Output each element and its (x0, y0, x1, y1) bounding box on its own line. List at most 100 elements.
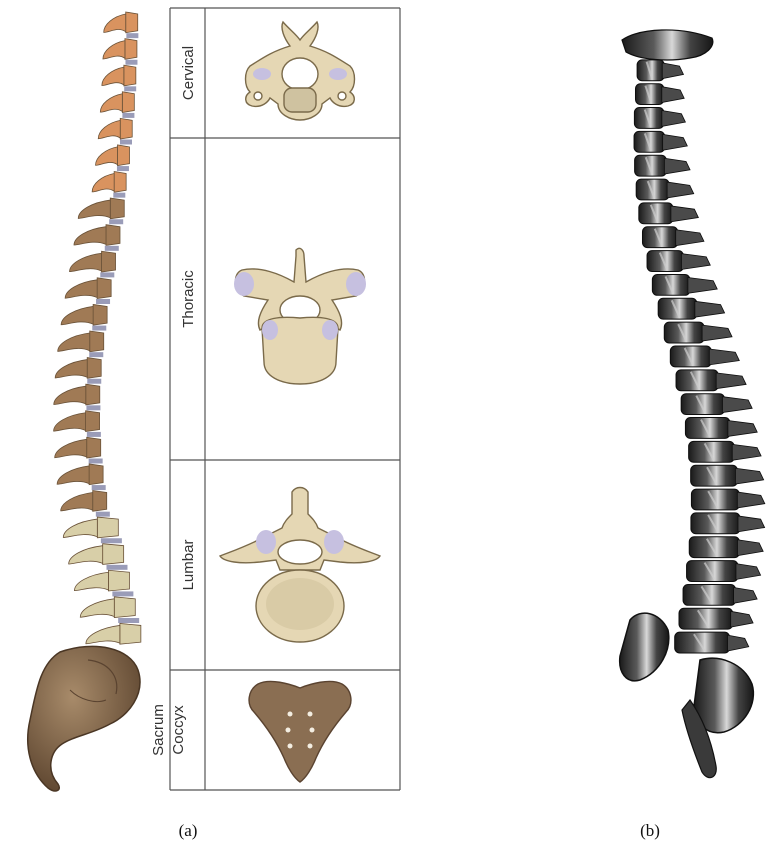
model-vertebra (685, 418, 729, 439)
model-vertebra (676, 370, 718, 391)
vertebral-body (114, 172, 126, 193)
spinous-process (65, 280, 97, 298)
intervertebral-disc (100, 272, 114, 277)
model-process (737, 492, 764, 508)
intervertebral-disc (86, 405, 100, 410)
model-process (716, 373, 746, 389)
model-vertebra (652, 274, 690, 295)
vertebral-body (120, 118, 132, 139)
model-process (728, 421, 757, 437)
model-vertebra (635, 155, 667, 176)
spinous-process (55, 439, 87, 457)
intervertebral-disc (87, 432, 101, 437)
spinous-process (61, 493, 93, 511)
vertebral-body (124, 65, 136, 86)
thoracic-vertebra (234, 248, 366, 384)
intervertebral-disc (89, 352, 103, 357)
vertebral-body (90, 331, 104, 352)
spinous-process (61, 306, 93, 324)
intervertebral-disc (113, 193, 125, 198)
spinous-process (102, 67, 124, 85)
model-vertebra (687, 561, 738, 582)
model-process (702, 325, 732, 341)
vertebral-body (102, 251, 116, 272)
spinous-process (78, 200, 110, 218)
intervertebral-disc (126, 33, 138, 38)
region-label-sacrum: Sacrum (150, 704, 167, 756)
model-vertebra (691, 465, 738, 486)
vertebral-body (110, 198, 124, 219)
vertebral-body (114, 597, 135, 618)
vertebral-body (86, 411, 100, 432)
vertebral-body (97, 517, 118, 538)
vertebral-body (93, 304, 107, 325)
model-process (688, 277, 717, 293)
model-process (663, 134, 688, 150)
intervertebral-disc (125, 60, 137, 65)
intervertebral-disc (106, 565, 127, 570)
spinous-process (69, 546, 103, 564)
model-vertebra (689, 537, 739, 558)
sacrum-diagram (249, 681, 351, 782)
region-label-coccyx: Coccyx (170, 705, 187, 755)
model-process (736, 564, 761, 580)
model-vertebra (675, 632, 730, 653)
model-process (728, 635, 749, 651)
intervertebral-disc (96, 299, 110, 304)
region-label-thoracic: Thoracic (180, 270, 197, 328)
lumbar-vertebra (220, 488, 380, 643)
region-label-lumbar: Lumbar (180, 540, 197, 591)
model-process (662, 63, 683, 79)
model-vertebra (679, 608, 733, 629)
vertebral-body (122, 92, 134, 113)
spinous-process (58, 333, 90, 351)
model-vertebra (681, 394, 724, 415)
cervical-vertebra (246, 22, 355, 120)
intervertebral-disc (112, 591, 133, 596)
model-process (676, 230, 704, 246)
spinous-process (104, 14, 126, 32)
spinous-process (80, 599, 114, 617)
vertebral-body (103, 544, 124, 565)
model-vertebra (664, 322, 704, 343)
model-vertebra (639, 203, 673, 224)
intervertebral-disc (101, 538, 122, 543)
spinous-process (100, 94, 122, 112)
model-process (662, 111, 686, 127)
spinous-process (103, 41, 125, 59)
vertebral-body (120, 623, 141, 644)
model-vertebra (658, 298, 697, 319)
vertebral-body (87, 358, 101, 379)
intervertebral-disc (89, 458, 103, 463)
model-vertebra (689, 441, 735, 462)
vertebral-body (86, 384, 100, 405)
vertebral-body (126, 12, 138, 33)
spinous-process (63, 519, 97, 537)
intervertebral-disc (109, 219, 123, 224)
model-vertebra (634, 108, 663, 129)
vertebral-body (106, 225, 120, 246)
model-vertebra (647, 251, 683, 272)
spinous-process (74, 572, 108, 590)
intervertebral-disc (124, 86, 136, 91)
vertebral-body (125, 39, 137, 60)
vertebral-body (87, 437, 101, 458)
spinous-process (70, 253, 102, 271)
intervertebral-disc (117, 166, 129, 171)
model-vertebra (683, 584, 736, 605)
spinous-process (86, 625, 120, 643)
spinous-process (92, 174, 114, 192)
illustrated-spine (54, 12, 141, 644)
rendered-spine-model (622, 30, 765, 653)
model-vertebra (642, 227, 677, 248)
intervertebral-disc (105, 246, 119, 251)
model-process (722, 397, 752, 413)
intervertebral-disc (118, 618, 139, 623)
intervertebral-disc (96, 512, 110, 517)
spinous-process (98, 120, 120, 138)
model-process (734, 587, 758, 603)
vertebral-body (93, 491, 107, 512)
spinous-process (74, 227, 106, 245)
model-process (735, 468, 763, 484)
